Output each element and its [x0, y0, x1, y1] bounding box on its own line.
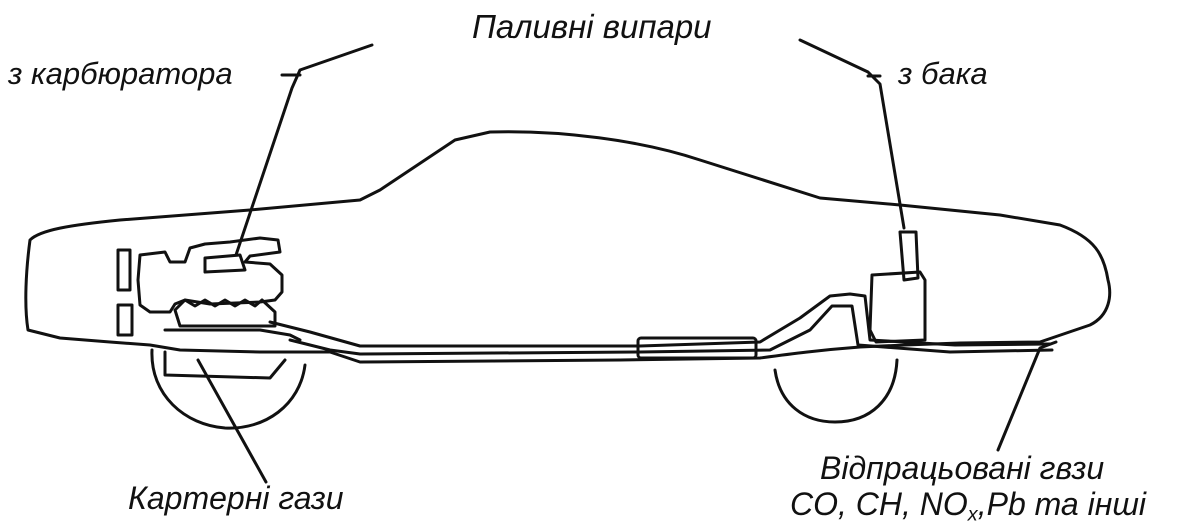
- rear-wheel: [775, 360, 897, 422]
- exhaust-gases-label: Відпрацьовані гвзи: [820, 452, 1104, 484]
- leader-fuel-vapors-left: [236, 45, 372, 255]
- crankcase-gases-label: Картерні гази: [128, 482, 344, 514]
- from-carburetor-label: з карбюратора: [8, 58, 233, 89]
- front-grille: [118, 250, 132, 335]
- exhaust-components-label: CO, CH, NOx,Pb та інші: [790, 488, 1146, 524]
- leader-exhaust: [998, 342, 1056, 450]
- nox-subscript: x: [968, 504, 978, 524]
- fuel-tank: [870, 272, 925, 342]
- front-wheel-well: [165, 352, 285, 378]
- exhaust-components-text: CO, CH, NO: [790, 486, 968, 522]
- transmission: [165, 330, 300, 340]
- from-tank-label: з бака: [898, 58, 988, 89]
- fuel-vapors-label: Паливні випари: [472, 10, 712, 43]
- exhaust-components-rest: ,Pb та інші: [978, 486, 1146, 522]
- carburetor: [205, 255, 245, 272]
- muffler: [638, 338, 756, 358]
